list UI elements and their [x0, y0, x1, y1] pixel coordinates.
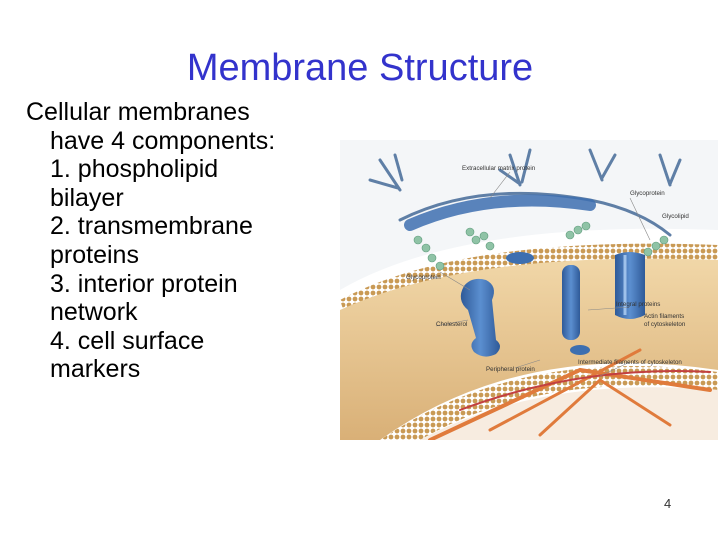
- membrane-diagram: Extracellular matrix protein Glycoprotei…: [340, 140, 718, 440]
- extracellular-space: [340, 140, 718, 290]
- leader-lines: [435, 171, 651, 377]
- integral-protein-2: [562, 265, 580, 340]
- component-1-line-2: bilayer: [50, 183, 124, 212]
- label-peripheral-protein: Peripheral protein: [486, 366, 535, 373]
- label-integral-proteins: Integral proteins: [616, 301, 660, 308]
- label-cytoskeleton: of cytoskeleton: [644, 321, 686, 328]
- inner-leaflet: [380, 366, 718, 440]
- component-3-line-1: 3. interior protein: [50, 269, 238, 298]
- intro-line-2: have 4 components:: [50, 126, 276, 155]
- transmembrane-proteins: [460, 252, 645, 357]
- channel-protein: [615, 252, 645, 319]
- matrix-protein: [404, 194, 596, 231]
- component-2-line-1: 2. transmembrane: [50, 212, 253, 241]
- membrane-illustration: Extracellular matrix protein Glycoprotei…: [340, 140, 718, 440]
- label-glycolipid: Glycolipid: [662, 213, 689, 220]
- label-actin-filaments: Actin filaments: [644, 313, 684, 320]
- slide-body: Cellular membranes have 4 components: 1.…: [26, 98, 356, 384]
- slide-title: Membrane Structure: [186, 47, 534, 89]
- component-4-line-2: markers: [50, 355, 141, 384]
- label-intermediate-filaments: Intermediate filaments of cytoskeleton: [578, 359, 682, 366]
- slide-number: 4: [664, 496, 672, 511]
- label-extracellular-matrix-protein: Extracellular matrix protein: [462, 165, 536, 172]
- peripheral-protein-outer: [506, 252, 534, 264]
- peripheral-protein-inner: [570, 345, 590, 355]
- figure-labels: Extracellular matrix protein Glycoprotei…: [406, 165, 689, 373]
- label-cholesterol: Cholesterol: [436, 321, 467, 328]
- integral-protein-1: [460, 278, 500, 357]
- label-glycoprotein: Glycoprotein: [630, 190, 665, 197]
- cytoskeleton: [428, 348, 712, 440]
- extracellular-matrix-fibers: [368, 148, 682, 237]
- component-4-line-1: 4. cell surface: [50, 326, 205, 355]
- component-1-line-1: 1. phospholipid: [50, 155, 219, 184]
- intro-line-1: Cellular membranes: [26, 98, 250, 126]
- label-carbohydrate: Glycoprotein: [406, 274, 441, 281]
- component-3-line-2: network: [50, 298, 138, 327]
- component-2-line-2: proteins: [50, 240, 139, 269]
